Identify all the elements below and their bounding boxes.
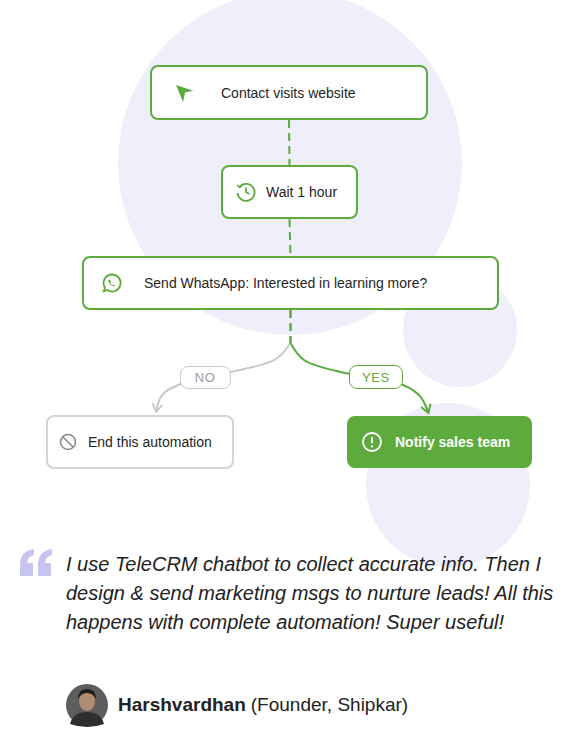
edge-label: YES: [349, 365, 403, 389]
node-text: Notify sales team: [395, 434, 510, 450]
avatar: [66, 684, 108, 726]
clock-icon: [235, 181, 257, 203]
whatsapp-icon-part: [104, 274, 121, 291]
alert-icon-part: [363, 433, 381, 451]
stop-icon: [57, 431, 79, 453]
trigger-box: Contact visits website: [150, 65, 428, 120]
clock-icon-part: [237, 185, 243, 187]
connector: [156, 310, 291, 412]
background-circle: [118, 0, 462, 335]
whatsapp-icon-part: [108, 280, 115, 287]
clock-icon-part: [246, 188, 250, 195]
node-text: Wait 1 hour: [266, 184, 337, 200]
edge-label: NO: [180, 366, 231, 389]
avatar-body: [70, 712, 104, 727]
send-icon-part: [185, 91, 194, 93]
connector: [290, 219, 291, 256]
whatsapp-icon: [101, 272, 123, 294]
connector-stem: [290, 310, 292, 343]
connector: [291, 310, 429, 413]
alert-icon: [361, 431, 383, 453]
connector: [289, 120, 291, 165]
stop-icon-part: [61, 435, 76, 450]
stop-icon-part: [63, 437, 74, 448]
author-role: (Founder, Shipkar): [251, 693, 408, 717]
connector-line: [288, 120, 291, 165]
send-icon-part: [176, 85, 194, 102]
clock-icon-part: [238, 184, 255, 201]
node-text: Send WhatsApp: Interested in learning mo…: [144, 275, 427, 291]
alert-icon-part: [371, 445, 373, 447]
quote-mark: [20, 549, 34, 576]
connector-stem: [290, 310, 292, 343]
end-box: End this automation: [46, 415, 234, 469]
alert-icon-part: [371, 437, 373, 443]
quote-mark: [38, 549, 52, 576]
author-name: Harshvardhan: [118, 693, 246, 717]
node-text: End this automation: [88, 434, 212, 450]
testimonial-quote: I use TeleCRM chatbot to collect accurat…: [66, 550, 558, 637]
connector-curve: [291, 343, 429, 413]
message-box: Send WhatsApp: Interested in learning mo…: [82, 256, 499, 310]
node-text: Contact visits website: [221, 85, 356, 101]
connector-line: [290, 219, 291, 256]
avatar-hair: [78, 689, 96, 699]
delay-box: Wait 1 hour: [221, 165, 358, 219]
connector-curve: [156, 343, 291, 412]
send-icon: [174, 82, 196, 104]
action-box: Notify sales team: [347, 416, 532, 468]
